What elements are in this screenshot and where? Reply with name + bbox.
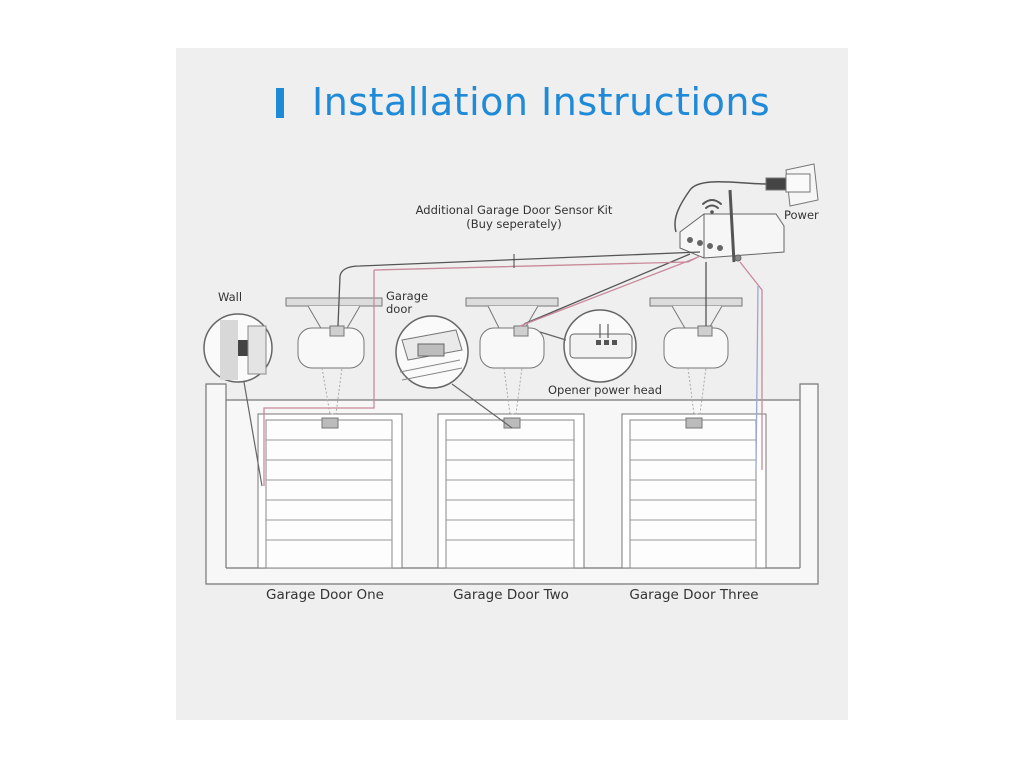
garage-door-three (621, 413, 767, 569)
garage-door-magnifier-icon (395, 315, 513, 429)
garage-door-label-line2: door (386, 302, 413, 316)
hub-icon (679, 189, 785, 263)
wifi-icon (702, 199, 722, 214)
door-two-label: Garage Door Two (453, 587, 569, 603)
garage-door-two (437, 413, 585, 569)
door-three-label: Garage Door Three (629, 587, 759, 603)
sensor-wires (263, 251, 763, 486)
door-one-label: Garage Door One (266, 587, 384, 603)
opener-two (465, 297, 559, 429)
sensor-kit-label-line2: (Buy seperately) (466, 217, 562, 231)
sensor-kit-label: Additional Garage Door Sensor Kit (Buy s… (410, 203, 618, 231)
page-title: Installation Instructions (312, 80, 771, 124)
power-outlet-icon (674, 163, 819, 233)
opener-power-head-label: Opener power head (548, 383, 663, 397)
opener-three (649, 297, 743, 429)
diagram-panel (176, 48, 848, 720)
garage-door-label: Garage door (386, 290, 428, 316)
opener-head-magnifier-icon (539, 309, 637, 383)
sensor-kit-label-line1: Additional Garage Door Sensor Kit (415, 203, 613, 217)
garage-door-label-line1: Garage (386, 289, 429, 303)
wall-label: Wall (218, 290, 243, 304)
magnifier-icon (203, 313, 273, 487)
power-label: Power (784, 208, 819, 222)
opener-one (285, 297, 383, 429)
garage-door-one (257, 413, 403, 569)
title-accent-bar (276, 88, 284, 118)
